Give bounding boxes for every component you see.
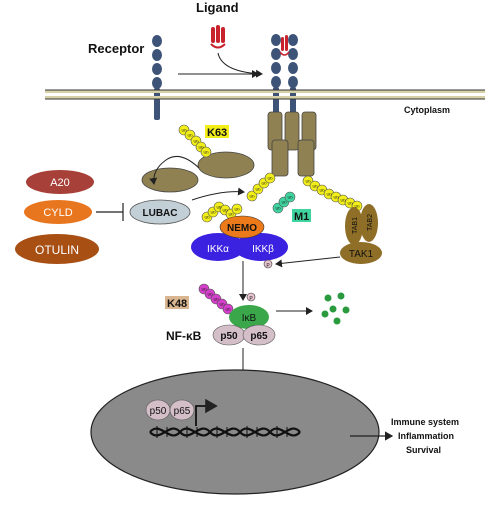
ub-label: Ub (275, 206, 281, 211)
ub-label: Ub (222, 208, 228, 213)
p65-label: p65 (250, 331, 268, 342)
k63-label: K63 (207, 127, 227, 139)
ligand-icon (210, 25, 226, 49)
k48-label: K48 (167, 298, 187, 310)
dna-helix-icon (149, 427, 301, 437)
tab1-node (345, 207, 363, 245)
phosphate-label: P (266, 263, 270, 269)
nucleus (90, 369, 380, 495)
ub-label: Ub (201, 287, 207, 292)
ub-label: Ub (305, 179, 311, 184)
ub-label: Ub (267, 176, 273, 181)
receptor-monomer (152, 35, 162, 120)
ub-label: Ub (354, 204, 360, 209)
ub-label: Ub (326, 192, 332, 197)
ikb-node (229, 305, 269, 329)
bound-ligand-icon (279, 35, 290, 56)
receptor-cytoplasmic-complex (141, 111, 317, 193)
outcome-survival: Survival (406, 445, 441, 455)
k48-ubiquitin-chain (198, 283, 234, 315)
ub-label: Ub (234, 207, 240, 212)
recruitment-arc-arrow (149, 155, 200, 185)
a20-node (26, 170, 94, 194)
ikka-node (191, 233, 245, 261)
ubiquitin-labels: UbUbUbUbUbUbUbUbUbUbUbUbUbUbUbUbUbUbUbUb… (181, 128, 360, 312)
ikka-label: IKKα (207, 244, 229, 255)
tab1-label: TAB1 (352, 217, 359, 234)
ikkb-label: IKKβ (252, 244, 274, 255)
plasma-membrane (45, 89, 485, 100)
dna-rungs (156, 426, 288, 438)
cyld-label: CYLD (43, 207, 72, 219)
phosphate-icon (263, 259, 273, 269)
lubac-ubiquitin-chain (201, 201, 243, 223)
ub-label: Ub (249, 194, 255, 199)
outcome-inflammation: Inflammation (398, 431, 454, 441)
ikkb-node (234, 233, 288, 261)
ub-label: Ub (255, 187, 261, 192)
ub-label: Ub (207, 292, 213, 297)
receptor-dimer (271, 34, 298, 119)
ub-label: Ub (319, 188, 325, 193)
nemo-label: NEMO (227, 223, 257, 234)
ub-label: Ub (228, 212, 234, 217)
lubac-activation-arrow (191, 187, 245, 201)
nuclear-p65-label: p65 (174, 406, 191, 417)
ub-label: Ub (333, 195, 339, 200)
degraded-ikb-fragments (321, 292, 350, 325)
inhibition-bar (96, 203, 124, 221)
ikb-label: IκB (242, 313, 257, 324)
nfkb-label: NF-κB (166, 329, 202, 343)
tab2-node (360, 204, 378, 242)
a20-label: A20 (50, 177, 70, 189)
ub-label: Ub (210, 210, 216, 215)
k48-badge (165, 296, 189, 309)
ub-label: Ub (261, 181, 267, 186)
ub-label: Ub (187, 133, 193, 138)
nemo-node (219, 215, 265, 239)
p65-node (242, 324, 276, 346)
ub-label: Ub (281, 200, 287, 205)
lubac-label: LUBAC (143, 208, 178, 219)
tak1-node (340, 242, 382, 264)
ub-label: Ub (181, 128, 187, 133)
ikb-phosphate-label: P (249, 296, 253, 302)
cytoplasm-label: Cytoplasm (404, 105, 450, 115)
tak1-phosphorylation-arrow (275, 256, 341, 268)
ub-label: Ub (198, 145, 204, 150)
ikb-phosphate-icon (246, 292, 256, 302)
ligand-label: Ligand (196, 0, 239, 15)
ub-label: Ub (219, 302, 225, 307)
cyld-node (24, 200, 92, 224)
nuclear-p65-node (169, 399, 195, 421)
otulin-label: OTULIN (35, 243, 79, 257)
ub-label: Ub (340, 198, 346, 203)
outcome-immune-system: Immune system (391, 417, 459, 427)
ub-label: Ub (203, 150, 209, 155)
tak1-label: TAK1 (349, 249, 374, 260)
nuclear-p50-label: p50 (150, 406, 167, 417)
ub-label: Ub (347, 201, 353, 206)
otulin-node (15, 234, 99, 264)
k63-badge (205, 125, 229, 138)
m1-badge (292, 209, 311, 222)
lubac-node (129, 199, 191, 225)
k63-ubiquitin-chain (178, 124, 212, 158)
transcription-start-arrow (195, 398, 218, 426)
ub-label: Ub (193, 139, 199, 144)
ub-label: Ub (287, 195, 293, 200)
ub-label: Ub (213, 297, 219, 302)
p50-label: p50 (220, 331, 238, 342)
ub-label: Ub (312, 184, 318, 189)
ub-label: Ub (216, 205, 222, 210)
receptor-label: Receptor (88, 41, 144, 56)
ub-label: Ub (225, 307, 231, 312)
ub-label: Ub (204, 215, 210, 220)
tab2-label: TAB2 (367, 214, 374, 231)
ligand-binding-arrow (217, 52, 263, 78)
m1-label: M1 (294, 211, 309, 223)
m1-ubiquitin-chain (272, 191, 296, 214)
